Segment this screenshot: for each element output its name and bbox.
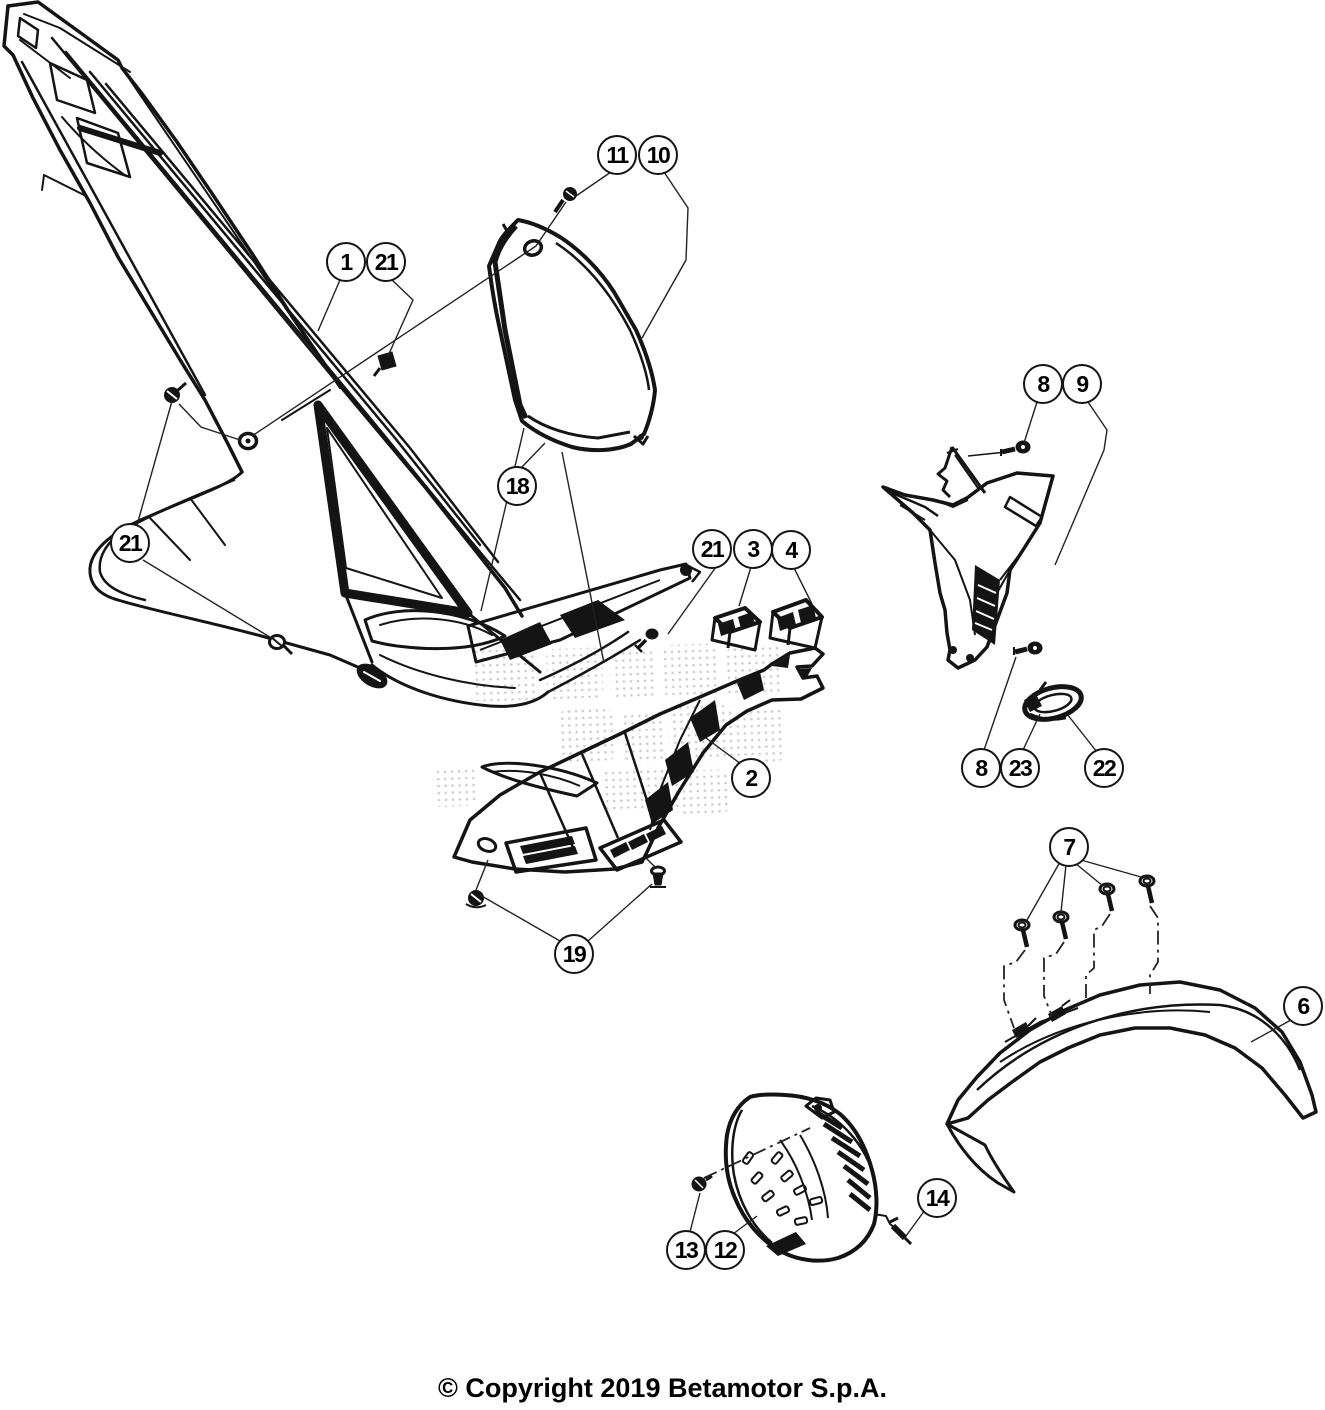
part-clamp: [1022, 681, 1084, 722]
callout-9: 9: [1062, 364, 1102, 404]
pin-icon: [873, 1213, 913, 1246]
copyright-text: © Copyright 2019 Betamotor S.p.A.: [438, 1373, 887, 1403]
bolt-icon: [1052, 910, 1070, 940]
callout-7: 7: [1049, 827, 1089, 867]
callout-21: 21: [692, 529, 732, 569]
centerline-leaders: [703, 905, 1159, 1179]
part-bracket-3: [710, 606, 762, 652]
callout-8: 8: [961, 748, 1001, 788]
screw-icon: [650, 865, 666, 888]
rivet-icon: [372, 351, 397, 377]
callout-12: 12: [705, 1230, 745, 1270]
fasteners: [164, 187, 1043, 1246]
callout-21: 21: [366, 242, 406, 282]
bolts-7: [1013, 874, 1156, 948]
bolt-icon: [1000, 440, 1031, 456]
bolt-icon: [1138, 874, 1156, 904]
part-bracket-4: [768, 598, 824, 650]
part-front-mask: [881, 446, 1055, 670]
screw-icon: [634, 628, 659, 653]
callout-23: 23: [1000, 748, 1040, 788]
part-fender-strip: [466, 562, 702, 664]
part-lower-guard: [452, 646, 825, 874]
leader-lines: [136, 171, 1292, 1237]
callout-13: 13: [666, 1230, 706, 1270]
screw-icon: [691, 1174, 713, 1192]
bolt-icon: [1098, 882, 1116, 912]
screw-icon: [164, 381, 187, 403]
callout-10: 10: [638, 135, 678, 175]
part-rear-fender: [2, 0, 642, 708]
callout-1: 1: [326, 242, 366, 282]
callout-4: 4: [771, 530, 811, 570]
callout-21: 21: [110, 523, 150, 563]
callout-6: 6: [1283, 986, 1323, 1026]
bolt-icon: [1013, 641, 1043, 655]
callout-8: 8: [1023, 364, 1063, 404]
watermark: [432, 643, 786, 815]
callout-14: 14: [917, 1178, 957, 1218]
screw-icon: [465, 890, 487, 909]
callout-11: 11: [597, 135, 637, 175]
callout-22: 22: [1084, 748, 1124, 788]
callout-3: 3: [733, 529, 773, 569]
bolt-icon: [1013, 918, 1031, 948]
part-front-fender: [945, 980, 1318, 1194]
callout-19: 19: [554, 934, 594, 974]
callout-2: 2: [731, 758, 771, 798]
callout-18: 18: [497, 466, 537, 506]
part-disc-guard: [723, 1092, 879, 1263]
part-side-panel: [487, 218, 657, 453]
bolt-icon: [553, 187, 577, 214]
